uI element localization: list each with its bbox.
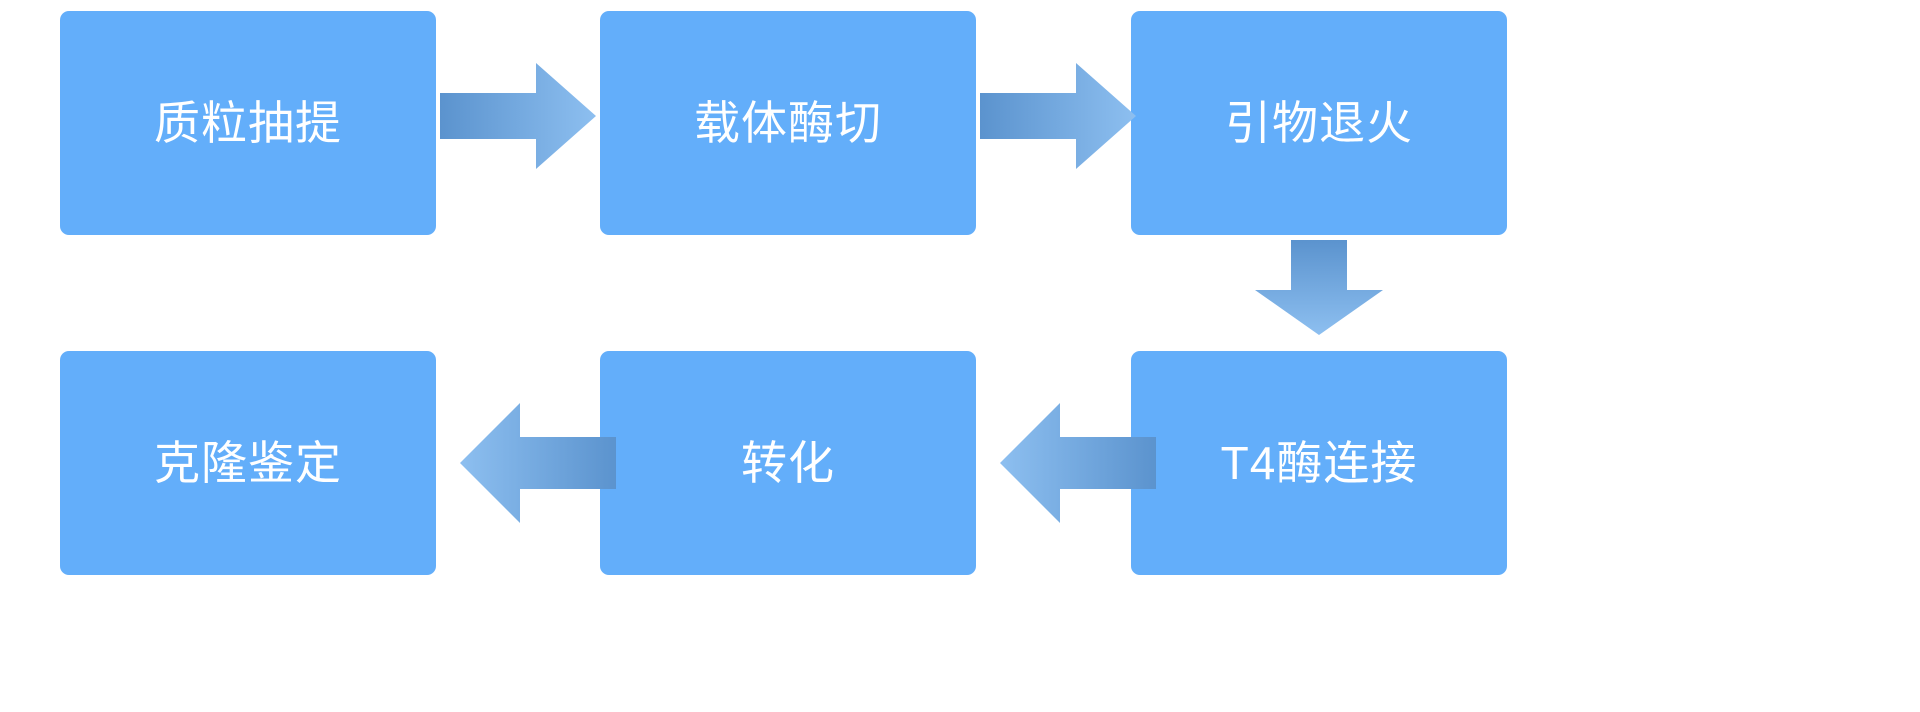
- arrow-down-icon: [1255, 240, 1383, 335]
- arrow-right-icon: [440, 63, 596, 169]
- flow-node-label: T4酶连接: [1220, 437, 1418, 489]
- arrow-left-icon: [1000, 403, 1156, 523]
- arrow-right-icon: [980, 63, 1136, 169]
- flow-node-clone-identification[interactable]: 克隆鉴定: [60, 351, 436, 575]
- flow-node-label: 引物退火: [1225, 97, 1413, 149]
- flow-node-label: 质粒抽提: [154, 97, 342, 149]
- flow-node-transformation[interactable]: 转化: [600, 351, 976, 575]
- flow-node-label: 转化: [741, 437, 835, 489]
- flow-node-label: 载体酶切: [694, 97, 882, 149]
- flow-node-plasmid-extraction[interactable]: 质粒抽提: [60, 11, 436, 235]
- flow-node-t4-ligation[interactable]: T4酶连接: [1131, 351, 1507, 575]
- flow-node-primer-annealing[interactable]: 引物退火: [1131, 11, 1507, 235]
- arrow-left-icon: [460, 403, 616, 523]
- flow-node-label: 克隆鉴定: [154, 437, 342, 489]
- flow-node-vector-digestion[interactable]: 载体酶切: [600, 11, 976, 235]
